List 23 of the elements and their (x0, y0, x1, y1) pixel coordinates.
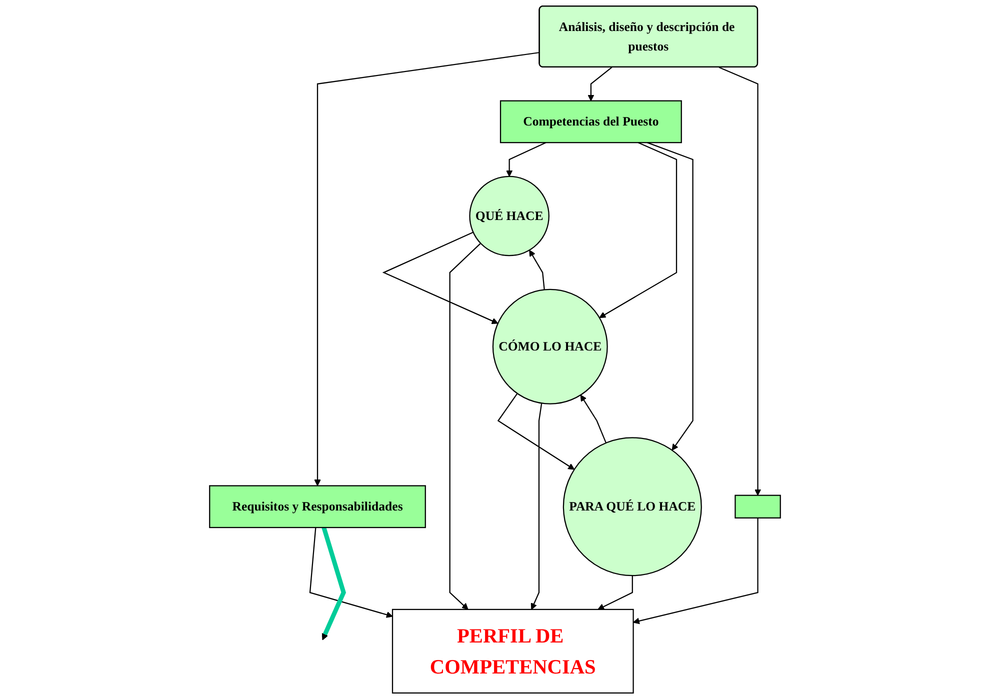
arrow (718, 66, 762, 496)
arrow (314, 52, 540, 486)
arrow (599, 142, 678, 318)
node-circle: PARA QUÉ LO HACE (562, 437, 702, 576)
arrow (588, 66, 612, 102)
node-circle: QUÉ HACE (469, 176, 550, 256)
node-box: Requisitos y Responsabilidades (209, 485, 426, 528)
node-circle: CÓMO LO HACE (492, 288, 608, 404)
node-box: Competencias del Puesto (500, 100, 682, 144)
arrow (497, 393, 575, 470)
arrow (382, 232, 498, 324)
arrow (529, 250, 545, 290)
arrow (322, 526, 346, 640)
arrow (449, 242, 482, 610)
arrow (506, 142, 546, 177)
arrow (647, 142, 694, 451)
arrow (598, 576, 633, 610)
node-box (734, 494, 781, 518)
arrow (633, 518, 758, 624)
arrow (580, 394, 607, 444)
arrow (530, 403, 542, 610)
node-box: PERFIL DE COMPETENCIAS (392, 608, 634, 694)
arrow (309, 527, 393, 618)
